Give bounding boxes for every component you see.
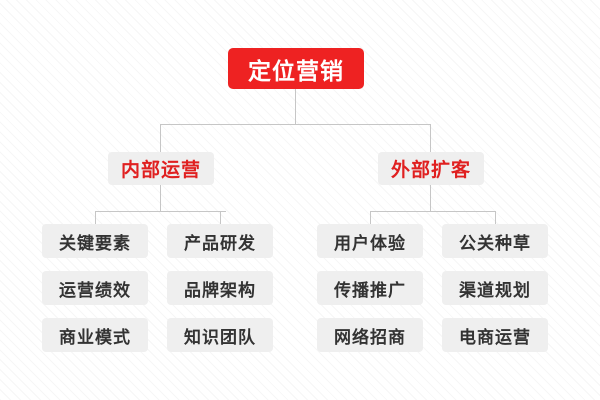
connector-right-leaf-bus (370, 211, 495, 212)
leaf-node[interactable]: 渠道规划 (442, 271, 548, 305)
branch-node-internal-operations[interactable]: 内部运营 (108, 152, 214, 185)
leaf-node[interactable]: 商业模式 (42, 318, 148, 352)
leaf-node[interactable]: 公关种草 (442, 224, 548, 258)
leaf-node[interactable]: 电商运营 (442, 318, 548, 352)
connector-left-leaf-bus (95, 211, 226, 212)
connector-drop-branch-right (430, 124, 431, 152)
leaf-node[interactable]: 运营绩效 (42, 271, 148, 305)
connector-left-branch-stem (160, 185, 161, 211)
leaf-node[interactable]: 传播推广 (317, 271, 423, 305)
leaf-node[interactable]: 网络招商 (317, 318, 423, 352)
connector-drop-column-2 (370, 211, 371, 224)
branch-node-external-acquisition[interactable]: 外部扩客 (378, 152, 484, 185)
connector-root-stem (295, 89, 296, 124)
root-node[interactable]: 定位营销 (228, 48, 364, 89)
leaf-node[interactable]: 知识团队 (167, 318, 273, 352)
leaf-node[interactable]: 用户体验 (317, 224, 423, 258)
connector-drop-branch-left (160, 124, 161, 152)
leaf-node[interactable]: 关键要素 (42, 224, 148, 258)
connector-drop-column-0 (95, 211, 96, 224)
leaf-node[interactable]: 品牌架构 (167, 271, 273, 305)
leaf-node[interactable]: 产品研发 (167, 224, 273, 258)
connector-level2-bus (160, 124, 431, 125)
connector-drop-column-3 (495, 211, 496, 224)
connector-right-branch-stem (430, 185, 431, 211)
connector-drop-column-1 (220, 211, 221, 224)
